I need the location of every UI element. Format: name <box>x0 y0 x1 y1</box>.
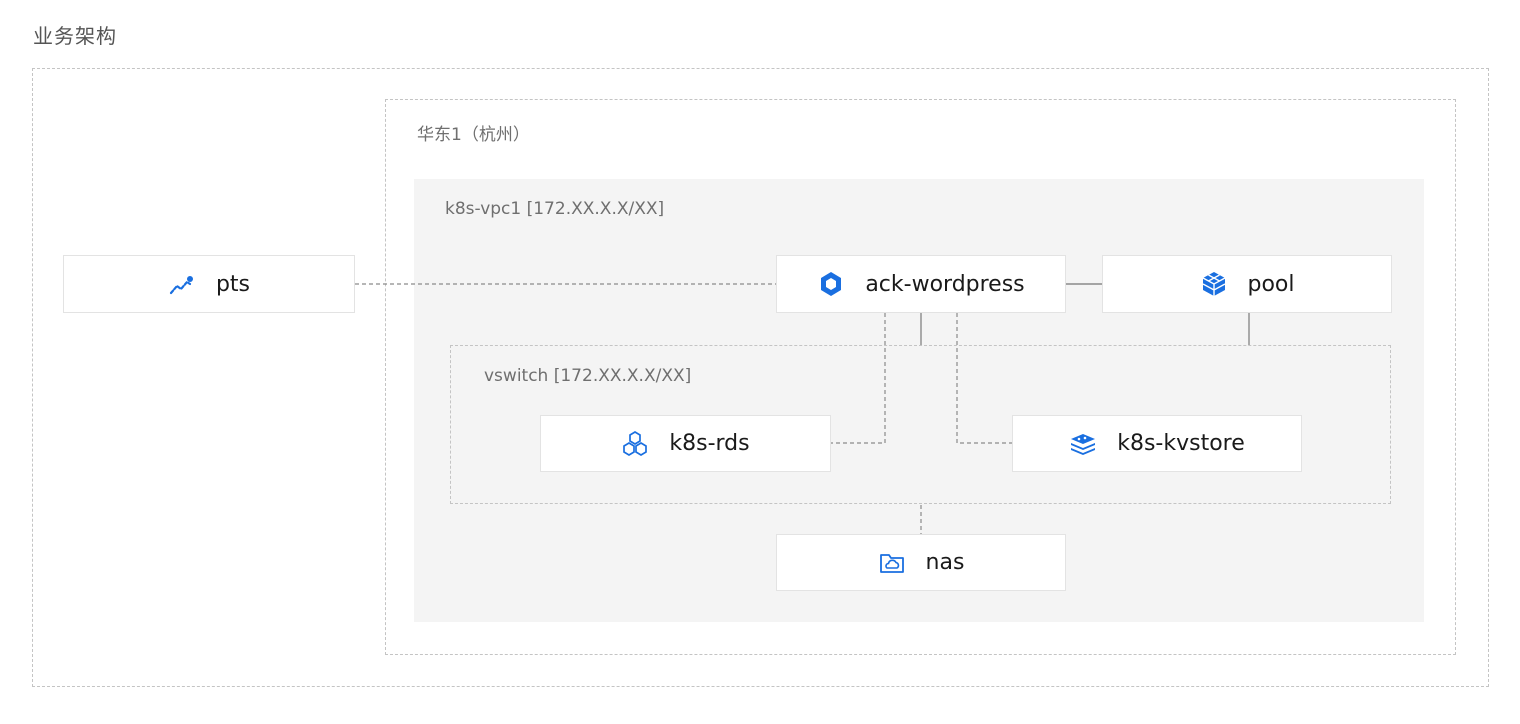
rds-hexagons-icon <box>621 430 649 458</box>
node-nas-label: nas <box>925 550 965 575</box>
node-pool[interactable]: pool <box>1102 255 1392 313</box>
node-pts[interactable]: pts <box>63 255 355 313</box>
ack-hexagon-icon <box>817 270 845 298</box>
vswitch-area <box>450 345 1391 504</box>
node-ack-wordpress[interactable]: ack-wordpress <box>776 255 1066 313</box>
node-ack-label: ack-wordpress <box>865 271 1025 297</box>
section-title: 业务架构 <box>33 24 117 48</box>
node-pts-label: pts <box>215 271 251 297</box>
kvstore-stack-icon <box>1069 430 1097 458</box>
region-label: 华东1（杭州） <box>417 125 530 145</box>
node-pool-label: pool <box>1247 271 1295 297</box>
node-kvstore-label: k8s-kvstore <box>1117 431 1245 456</box>
node-k8s-rds[interactable]: k8s-rds <box>540 415 831 472</box>
nas-folder-icon <box>878 549 906 577</box>
node-k8s-kvstore[interactable]: k8s-kvstore <box>1012 415 1302 472</box>
vpc-label: k8s-vpc1 [172.XX.X.X/XX] <box>445 199 665 219</box>
outer-boundary <box>32 68 1489 687</box>
node-rds-label: k8s-rds <box>669 431 750 456</box>
node-nas[interactable]: nas <box>776 534 1066 591</box>
region-boundary <box>385 99 1456 655</box>
pts-trend-icon <box>168 270 196 298</box>
vswitch-label: vswitch [172.XX.X.X/XX] <box>484 366 692 386</box>
pool-cube-icon <box>1200 270 1228 298</box>
